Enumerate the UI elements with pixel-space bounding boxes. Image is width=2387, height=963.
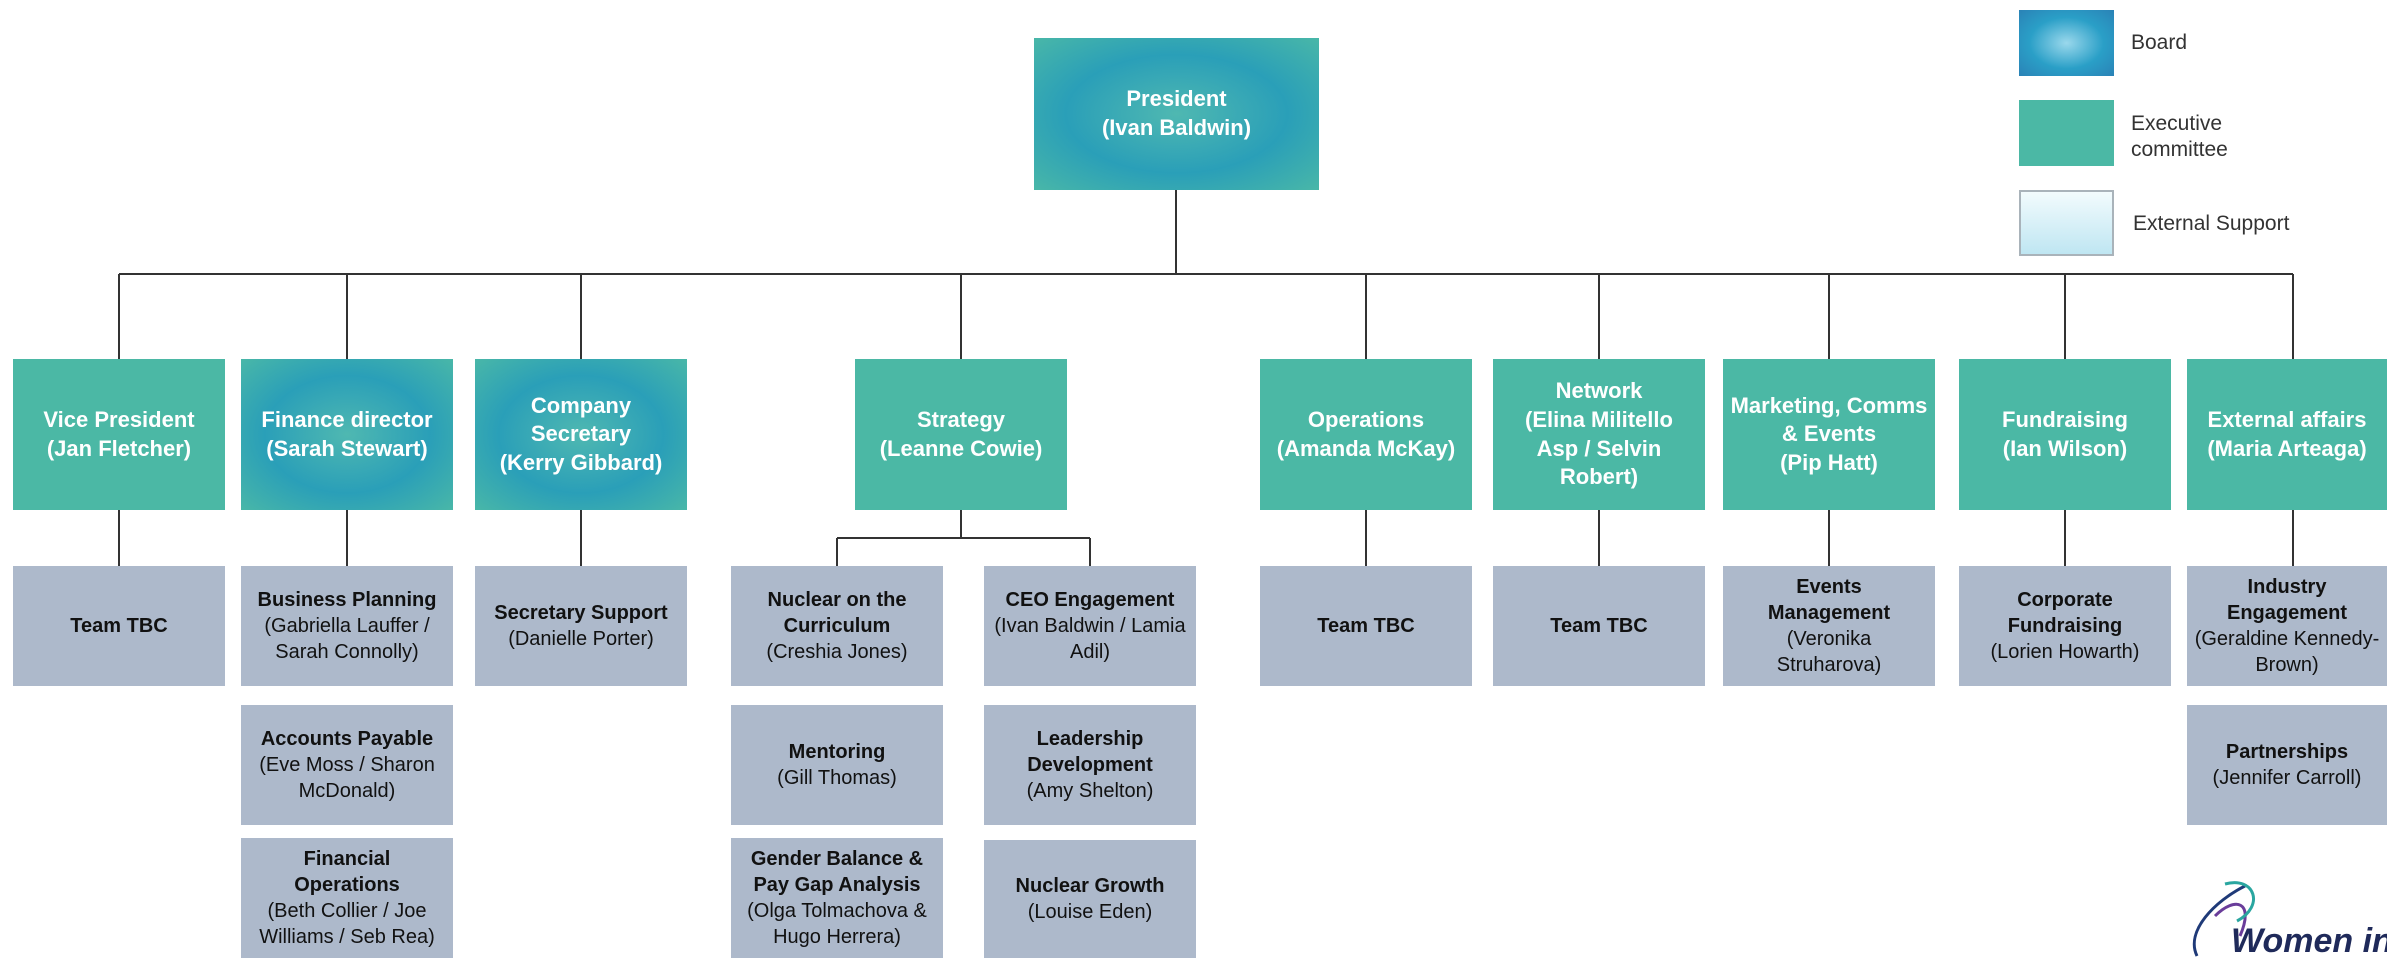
team-box: CEO Engagement (Ivan Baldwin / Lamia Adi… (984, 566, 1196, 686)
team-box: Industry Engagement (Geraldine Kennedy-B… (2187, 566, 2387, 686)
role-person: (Kerry Gibbard) (499, 449, 663, 475)
team-person: (Gabriella Lauffer / Sarah Connolly) (264, 615, 430, 663)
team-box: Leadership Development (Amy Shelton) (984, 705, 1196, 825)
role-fundraising: Fundraising (Ian Wilson) (1959, 359, 2171, 510)
team-title: Team TBC (1550, 615, 1648, 637)
team-title: Team TBC (1317, 615, 1415, 637)
team-title: Nuclear Growth (1015, 875, 1165, 897)
president-title: President (1126, 86, 1227, 112)
role-network: Network (Elina Militello Asp / Selvin Ro… (1493, 359, 1705, 510)
team-person: (Geraldine Kennedy-Brown) (2194, 628, 2380, 676)
team-title: Nuclear on the Curriculum (767, 589, 907, 637)
role-vice-president: Vice President (Jan Fletcher) (13, 359, 225, 510)
team-box: Financial Operations (Beth Collier / Joe… (241, 838, 453, 958)
role-person: (Jan Fletcher) (46, 435, 192, 461)
legend-label-board: Board (2131, 31, 2188, 54)
role-person: (Ian Wilson) (2002, 435, 2128, 461)
role-title: Vice President (43, 406, 195, 432)
team-title: Secretary Support (494, 602, 668, 624)
legend-label-external: External Support (2133, 212, 2290, 235)
team-box: Accounts Payable (Eve Moss / Sharon McDo… (241, 705, 453, 825)
role-finance-director: Finance director (Sarah Stewart) (241, 359, 453, 510)
role-person: (Amanda McKay) (1276, 435, 1456, 461)
role-title: Marketing, Comms & Events (1730, 392, 1928, 447)
team-box: Nuclear on the Curriculum (Creshia Jones… (731, 566, 943, 686)
team-box: Team TBC (1493, 566, 1705, 686)
role-title: Strategy (916, 406, 1006, 432)
role-company-secretary: Company Secretary (Kerry Gibbard) (475, 359, 687, 510)
role-title: Network (1555, 378, 1643, 404)
team-title: CEO Engagement (1005, 589, 1175, 611)
team-box: Nuclear Growth (Louise Eden) (984, 840, 1196, 958)
role-person: (Leanne Cowie) (879, 435, 1043, 461)
team-box: Mentoring (Gill Thomas) (731, 705, 943, 825)
team-box: Partnerships (Jennifer Carroll) (2187, 705, 2387, 825)
team-box: Team TBC (13, 566, 225, 686)
team-title: Business Planning (257, 589, 437, 611)
team-box: Gender Balance & Pay Gap Analysis (Olga … (731, 838, 943, 958)
team-person: (Danielle Porter) (508, 628, 654, 650)
legend-label-executive: Executive committee (2131, 112, 2228, 162)
team-person: (Olga Tolmachova & Hugo Herrera) (747, 900, 927, 948)
team-person: (Amy Shelton) (1026, 780, 1154, 802)
team-title: Financial Operations (294, 848, 400, 896)
women-in-nuclear-logo: Women in (2185, 876, 2387, 963)
logo-text: Women in (2231, 922, 2387, 958)
team-person: (Lorien Howarth) (1990, 641, 2140, 663)
team-box: Secretary Support (Danielle Porter) (475, 566, 687, 686)
team-person: (Veronika Struharova) (1776, 628, 1882, 676)
team-title: Leadership Development (1027, 728, 1153, 776)
team-title: Industry Engagement (2226, 576, 2348, 624)
team-person: (Beth Collier / Joe Williams / Seb Rea) (259, 900, 435, 948)
team-box: Business Planning (Gabriella Lauffer / S… (241, 566, 453, 686)
legend-swatch-external (2019, 190, 2114, 256)
team-person: (Louise Eden) (1027, 901, 1153, 923)
president-person: (Ivan Baldwin) (1101, 115, 1252, 140)
role-external-affairs: External affairs (Maria Arteaga) (2187, 359, 2387, 510)
role-title: Company Secretary (530, 392, 632, 447)
team-box: Events Management (Veronika Struharova) (1723, 566, 1935, 686)
team-person: (Ivan Baldwin / Lamia Adil) (994, 615, 1186, 663)
team-person: (Gill Thomas) (777, 767, 897, 789)
team-person: (Creshia Jones) (766, 641, 908, 663)
logo-swoosh-icon: Women in (2192, 881, 2387, 960)
role-title: Fundraising (2002, 406, 2128, 432)
legend-swatch-board (2019, 10, 2114, 76)
team-title: Team TBC (70, 615, 168, 637)
role-person: (Pip Hatt) (1780, 449, 1878, 475)
team-title: Partnerships (2225, 741, 2349, 763)
team-box: Team TBC (1260, 566, 1472, 686)
role-strategy: Strategy (Leanne Cowie) (855, 359, 1067, 510)
role-operations: Operations (Amanda McKay) (1260, 359, 1472, 510)
team-title: Mentoring (788, 741, 886, 763)
role-person: (Elina Militello Asp / Selvin Robert) (1525, 406, 1673, 490)
role-marketing: Marketing, Comms & Events (Pip Hatt) (1723, 359, 1935, 510)
role-person: (Maria Arteaga) (2207, 435, 2367, 461)
role-title: Operations (1307, 406, 1425, 432)
president-box: President (Ivan Baldwin) (1034, 38, 1319, 190)
role-person: (Sarah Stewart) (266, 435, 428, 461)
team-title: Accounts Payable (260, 728, 434, 750)
team-title: Gender Balance & Pay Gap Analysis (750, 848, 924, 896)
legend-swatch-executive (2019, 100, 2114, 166)
team-person: (Jennifer Carroll) (2212, 767, 2362, 789)
role-title: External affairs (2207, 406, 2367, 432)
team-title: Corporate Fundraising (2007, 589, 2123, 637)
team-box: Corporate Fundraising (Lorien Howarth) (1959, 566, 2171, 686)
role-title: Finance director (261, 406, 433, 432)
team-person: (Eve Moss / Sharon McDonald) (259, 754, 435, 802)
team-title: Events Management (1767, 576, 1891, 624)
